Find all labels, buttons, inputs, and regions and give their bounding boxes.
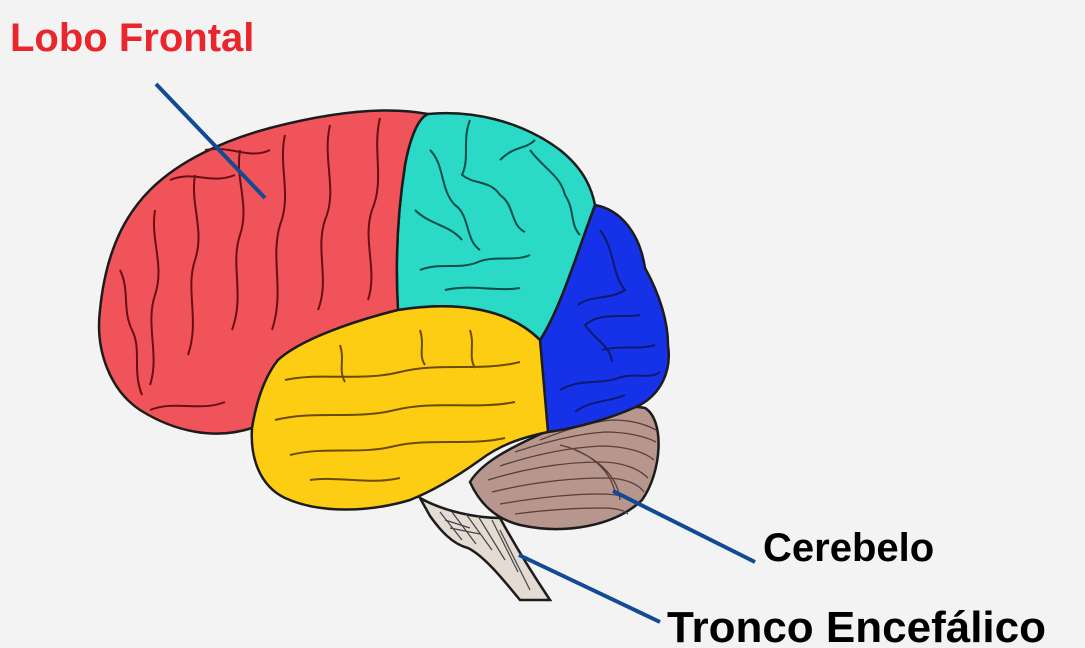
brainstem-label: Tronco Encefálico: [667, 606, 1046, 648]
cerebelo-leader-line: [613, 491, 755, 562]
frontal-lobe-label: Lobo Frontal: [10, 18, 254, 58]
cerebellum-label: Cerebelo: [763, 528, 934, 568]
